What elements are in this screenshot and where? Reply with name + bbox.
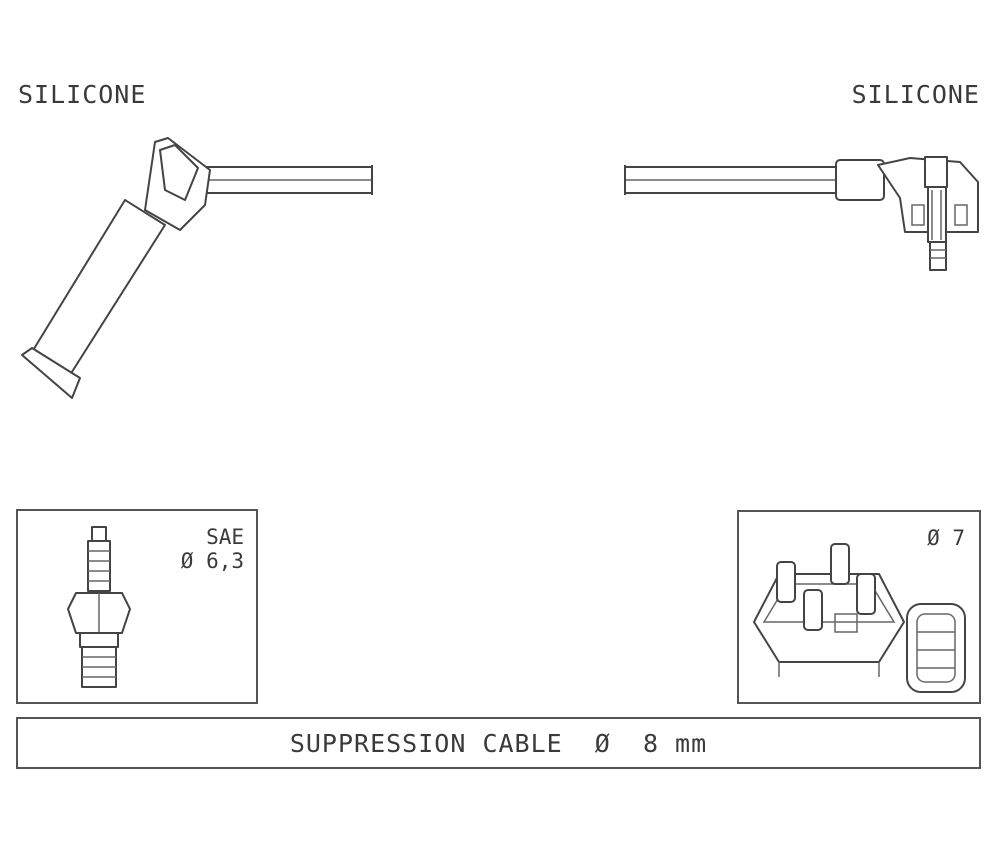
plug-diameter-text: Ø 6,3 (180, 549, 244, 573)
coil-diameter-text: Ø 7 (927, 526, 965, 550)
straight-boot-connector-icon (21, 137, 373, 399)
coil-terminal-icon (906, 603, 966, 693)
angled-boot-connector-icon (624, 156, 979, 271)
plug-standard-text: SAE (206, 525, 244, 549)
connector-drawings (21, 137, 979, 399)
cable-spec-bar: SUPPRESSION CABLE Ø 8 mm (16, 717, 981, 769)
ignition-coil-icon (753, 543, 905, 677)
ignition-coil-panel: Ø 7 (737, 510, 981, 704)
ignition-coil-drawing (753, 543, 966, 693)
left-material-label: SILICONE (18, 80, 147, 109)
cable-spec-text: SUPPRESSION CABLE Ø 8 mm (289, 728, 708, 758)
right-material-label: SILICONE (851, 80, 980, 109)
spark-plug-panel: SAE Ø 6,3 (16, 509, 258, 704)
spark-plug-icon (67, 526, 131, 688)
